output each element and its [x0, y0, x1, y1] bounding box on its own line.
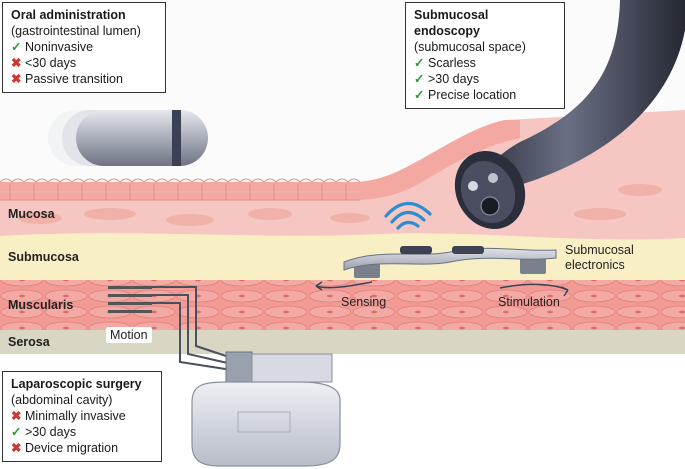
serosa-layer	[0, 328, 685, 354]
motion-label: Motion	[106, 327, 152, 343]
laparoscopic-item: ✓>30 days	[11, 425, 77, 439]
oral-title: Oral administration	[11, 8, 126, 22]
laparoscopic-title: Laparoscopic surgery	[11, 377, 142, 391]
oral-item: ✖<30 days	[11, 56, 77, 70]
cross-icon: ✖	[11, 409, 22, 423]
oral-administration-box: Oral administration (gastrointestinal lu…	[2, 2, 166, 93]
oral-item: ✖Passive transition	[11, 72, 123, 86]
endoscopy-subtitle: (submucosal space)	[414, 40, 526, 54]
cross-icon: ✖	[11, 72, 22, 86]
endoscopy-item: ✓Precise location	[414, 88, 517, 102]
check-icon: ✓	[414, 56, 425, 70]
mucosa-cells	[18, 184, 662, 226]
check-icon: ✓	[414, 72, 425, 86]
oral-item: ✓Noninvasive	[11, 40, 94, 54]
action-arrows	[315, 281, 569, 297]
villi-band	[0, 120, 520, 200]
submucosal-endoscopy-box: Submucosal endoscopy (submucosal space) …	[405, 2, 565, 109]
check-icon: ✓	[414, 88, 425, 102]
cross-icon: ✖	[11, 56, 22, 70]
device-leads	[152, 286, 233, 371]
oral-capsule	[48, 110, 208, 166]
sensing-label: Sensing	[341, 295, 387, 309]
laparoscopic-surgery-box: Laparoscopic surgery (abdominal cavity) …	[2, 371, 162, 462]
endoscopy-title: Submucosal endoscopy	[414, 8, 489, 38]
laparoscopic-item: ✖Device migration	[11, 441, 119, 455]
submucosa-label: Submucosa	[8, 250, 79, 264]
submucosal-device	[343, 246, 557, 278]
motion-electrodes	[108, 286, 152, 313]
laparoscopic-item: ✖Minimally invasive	[11, 409, 126, 423]
endoscopy-item: ✓Scarless	[414, 56, 476, 70]
villi-outline	[0, 178, 361, 201]
muscularis-label: Muscularis	[8, 298, 74, 312]
laparoscopic-device	[191, 351, 341, 467]
villi-cells	[9, 184, 347, 200]
endoscopy-item: ✓>30 days	[414, 72, 480, 86]
oral-subtitle: (gastrointestinal lumen)	[11, 24, 141, 38]
serosa-label: Serosa	[8, 335, 50, 349]
electronics-label: Submucosal electronics	[565, 243, 634, 272]
submucosa-layer	[0, 229, 685, 280]
mucosa-label: Mucosa	[8, 207, 55, 221]
wireless-signal	[384, 201, 432, 230]
cross-icon: ✖	[11, 441, 22, 455]
endoscope	[454, 0, 685, 229]
check-icon: ✓	[11, 425, 22, 439]
stimulation-label: Stimulation	[498, 295, 560, 309]
check-icon: ✓	[11, 40, 22, 54]
laparoscopic-subtitle: (abdominal cavity)	[11, 393, 113, 407]
